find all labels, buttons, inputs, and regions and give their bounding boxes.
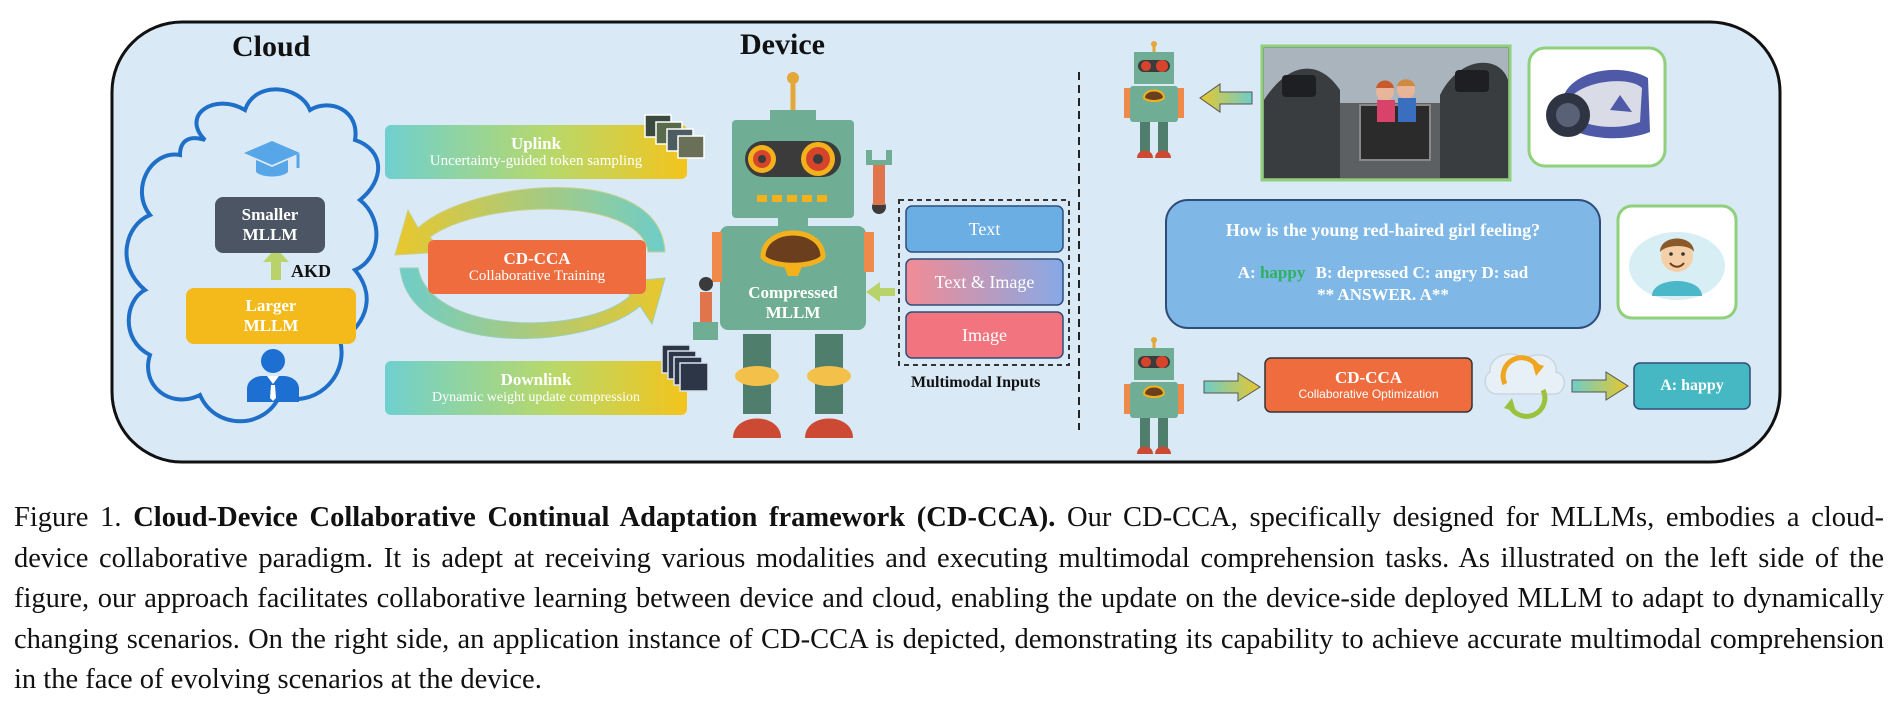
input-image-label: Image: [962, 324, 1007, 345]
larger-mllm-box: [186, 288, 356, 344]
result-box: [1633, 362, 1751, 410]
avatar-icon: [1616, 204, 1738, 320]
larger-mllm-label: Larger MLLM: [186, 288, 356, 344]
cdcca-optimization-label: CD-CCA Collaborative Optimization: [1265, 358, 1472, 412]
photo-to-robot-arrow: [1199, 83, 1253, 113]
cloud-outline: [124, 87, 381, 424]
result-label: A: happy: [1660, 376, 1724, 394]
compressed-mllm-line1: Compressed: [748, 283, 838, 303]
uplink-banner: [385, 125, 687, 179]
downlink-label: Downlink Dynamic weight update compressi…: [385, 361, 687, 415]
grad-cap-icon: [244, 141, 300, 177]
input-text-label: Text: [968, 218, 1001, 239]
smaller-mllm-label: Smaller MLLM: [215, 197, 325, 253]
question-panel: [1165, 199, 1601, 329]
inputs-dashed-box: [898, 199, 1070, 366]
cloud-title: Cloud: [232, 30, 311, 63]
question-text: How is the young red-haired girl feeling…: [1225, 220, 1541, 240]
downlink-banner: [385, 361, 687, 415]
smaller-mllm-box: [215, 197, 325, 253]
refresh-cycle-icon: [1484, 353, 1565, 419]
image-stack-icon: [644, 114, 705, 159]
cycle-arrow-bottom: [399, 267, 666, 339]
vr-headset-icon: [1527, 46, 1667, 168]
uplink-label: Uplink Uncertainty-guided token sampling: [385, 125, 687, 179]
option-prefix: A:: [1237, 263, 1256, 282]
figure-caption: Figure 1. Cloud-Device Collaborative Con…: [14, 498, 1884, 701]
uplink-title: Uplink: [510, 133, 562, 153]
downlink-subtitle: Dynamic weight update compression: [431, 389, 640, 405]
uplink-subtitle: Uncertainty-guided token sampling: [429, 153, 643, 170]
cycle-arrow-top: [394, 187, 666, 256]
caption-label: Figure 1.: [14, 502, 122, 533]
cdcca-optimization-box: [1264, 357, 1473, 413]
cdcca-training-label: CD-CCA Collaborative Training: [428, 240, 646, 294]
compressed-mllm-label: Compressed MLLM: [720, 280, 866, 326]
input-text-image-label: Text & Image: [934, 271, 1035, 292]
cdcca-optimization-title: CD-CCA: [1334, 368, 1403, 388]
cdcca-training-subtitle: Collaborative Training: [468, 268, 606, 285]
device-title: Device: [740, 28, 825, 61]
smaller-mllm-line2: MLLM: [242, 225, 298, 244]
smaller-mllm-line1: Smaller: [241, 205, 299, 225]
input-text-box: [905, 205, 1064, 253]
figure-graphic: [110, 20, 1782, 464]
cdcca-optimization-subtitle: Collaborative Optimization: [1298, 386, 1439, 401]
option-answer: happy: [1259, 263, 1306, 282]
compressed-mllm-line2: MLLM: [765, 303, 821, 322]
multimodal-inputs-label: Multimodal Inputs: [911, 374, 1041, 391]
robot-to-cdcca-arrow: [1203, 372, 1261, 402]
caption-body: Our CD-CCA, specifically designed for ML…: [14, 502, 1885, 695]
cdcca-to-result-arrow: [1571, 371, 1629, 401]
cdcca-training-title: CD-CCA: [503, 248, 571, 268]
weight-stack-icon: [661, 344, 709, 392]
larger-mllm-line1: Larger: [245, 296, 297, 316]
scene-photo: [1260, 44, 1512, 182]
akd-label: AKD: [291, 261, 331, 281]
user-icon: [247, 349, 299, 402]
downlink-title: Downlink: [500, 370, 572, 390]
larger-mllm-line2: MLLM: [243, 316, 299, 335]
option-rest: B: depressed C: angry D: sad: [1315, 263, 1529, 282]
framework-figure: Cloud Device Smaller MLLM AKD Larger MLL…: [110, 20, 1782, 464]
small-robot-icon-bottom: [1124, 337, 1184, 454]
options-line: A: happy B: depressed C: angry D: sad: [1166, 263, 1600, 283]
answer-line: ** ANSWER. A**: [1317, 285, 1449, 304]
small-robot-icon-top: [1124, 41, 1184, 158]
input-arrow: [866, 282, 895, 302]
robot-icon: [693, 72, 892, 438]
akd-arrow: [263, 248, 289, 280]
input-image-box: [905, 311, 1064, 359]
input-text-image-box: [905, 258, 1064, 306]
caption-bold-title: Cloud-Device Collaborative Continual Ada…: [133, 502, 1056, 533]
cdcca-training-box: [428, 240, 646, 294]
